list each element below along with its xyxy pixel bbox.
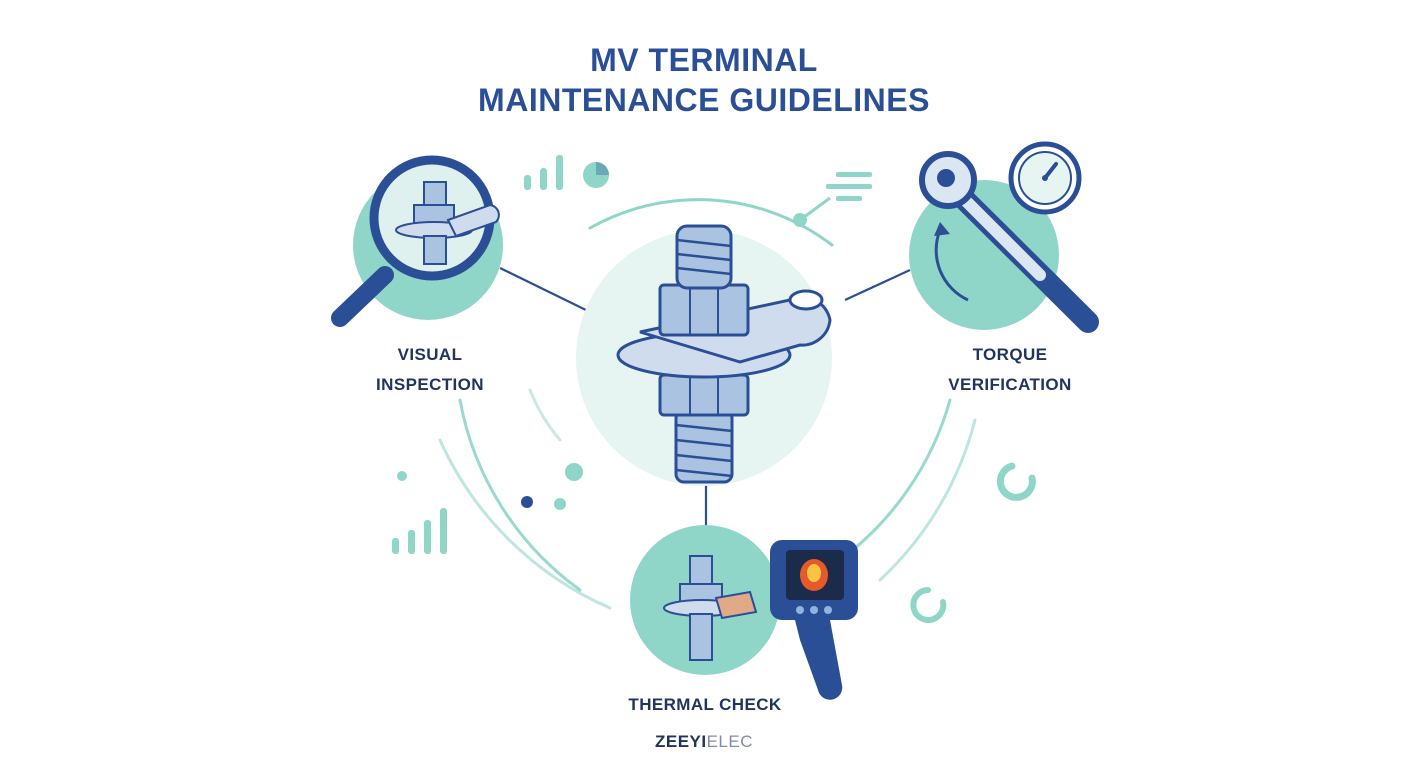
central-terminal-hub (576, 224, 832, 486)
torque-wrench-icon (919, 151, 1099, 333)
connector-lines (499, 267, 911, 530)
page-title-line2: MAINTENANCE GUIDELINES (478, 82, 930, 118)
brand-part2: ELEC (706, 732, 754, 751)
brand-part1: ZEEYI (654, 732, 707, 751)
step-label-line2: INSPECTION (376, 375, 484, 394)
thermal-check-node (630, 525, 858, 700)
visual-inspection-node (331, 155, 503, 327)
step-label-thermal-check: THERMAL CHECK (580, 690, 830, 720)
step-label-line2: VERIFICATION (948, 375, 1072, 394)
step-label-line1: VISUAL (397, 345, 463, 364)
step-label-visual-inspection: VISUAL INSPECTION (340, 340, 520, 400)
step-label-line1: THERMAL CHECK (628, 695, 782, 714)
thermal-camera-icon (770, 540, 858, 700)
torque-verification-node (909, 141, 1099, 333)
gauge-icon (1008, 141, 1082, 215)
page-title-line1: MV TERMINAL (590, 42, 818, 78)
brand-logo: ZEEYIELEC (604, 732, 804, 752)
magnifier-icon (331, 155, 500, 327)
decorative-elements (392, 155, 1036, 623)
step-label-torque-verification: TORQUE VERIFICATION (910, 340, 1110, 400)
step-label-line1: TORQUE (972, 345, 1048, 364)
